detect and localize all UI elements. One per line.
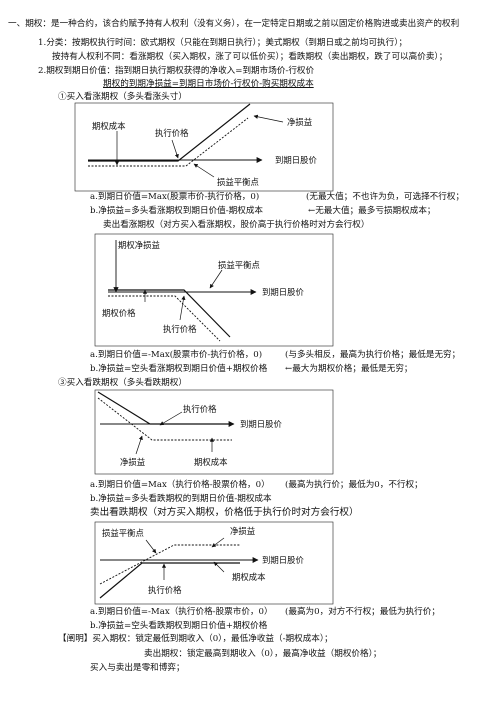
label-strike-price: 执行价格 <box>163 324 197 334</box>
long-put-value: a.到期日价值=Max（执行价格-股票价格，0） <box>90 480 270 490</box>
line-classification-rights: 按持有人权利不同：看涨期权（买入期权，涨了可以低价买）；看跌期权（卖出期权，跌了… <box>52 52 448 62</box>
diagram-frame <box>74 102 334 192</box>
strike-pointer <box>179 295 186 321</box>
label-option-price: 期权价格 <box>102 308 136 318</box>
short-call-value-note: (与多头相反，最高为执行价格；最低是无穷； <box>285 350 461 360</box>
label-option-cost: 期权成本 <box>232 572 266 582</box>
short-put-net: b.净损益=空头看跌期权到期日价值+期权价格 <box>90 621 268 631</box>
section-short-put: 卖出看跌期权（对方买入期权，价格低于执行价时对方会行权） <box>90 507 359 518</box>
short-call-net-note: ←最大为期权价格；最低是无穷； <box>285 364 413 374</box>
label-expiry-price: 到期日股价 <box>262 555 304 565</box>
short-put-value: a.到期日价值=-Max（执行价格-股票市价，0） <box>90 607 273 617</box>
diagram-frame <box>94 521 334 605</box>
label-expiry-price: 到期日股价 <box>262 287 304 297</box>
breakeven-pointer <box>209 269 223 289</box>
section-long-call: ①买入看涨期权（多头看涨头寸） <box>58 92 187 102</box>
long-call-value: a.到期日价值=Max(股票市价-执行价格，0) <box>90 192 260 202</box>
label-strike-price: 执行价格 <box>155 128 189 138</box>
breakeven-pointer <box>145 539 157 554</box>
label-option-cost: 期权成本 <box>194 457 228 467</box>
line-expiry-value: 2.期权到期日价值：指到期日执行期权获得的净收入=到期市场价-行权价 <box>38 66 315 76</box>
label-breakeven: 损益平衡点 <box>102 528 144 538</box>
note-sell-options: 卖出期权：锁定最高到期收入（0），最高净收益（期权价格）； <box>144 649 382 659</box>
diagram-short-put: 损益平衡点 净损益 到期日股价 期权成本 执行价格 <box>94 521 334 605</box>
diagram-frame <box>94 233 334 347</box>
line-intro: 一、期权：是一种合约，该合约赋予持有人权利（没有义务），在一定特定日期或之前以固… <box>8 19 460 29</box>
long-put-value-note: (最高为执行价；最低为0，不行权； <box>285 480 423 490</box>
net-profit-line <box>88 117 249 167</box>
net-profit-line <box>99 544 240 585</box>
label-option-net: 期权净损益 <box>118 240 160 250</box>
net-pointer <box>211 537 225 548</box>
label-strike-price: 执行价格 <box>183 404 217 414</box>
label-expiry-price: 到期日股价 <box>275 155 317 165</box>
label-breakeven: 损益平衡点 <box>218 260 260 270</box>
strike-pointer <box>159 411 183 426</box>
label-expiry-price: 到期日股价 <box>240 419 282 429</box>
diagram-long-put: 执行价格 到期日股价 净损益 期权成本 <box>94 389 334 475</box>
note-buy-options: 【阐明】买入期权：锁定最低到期收入（0），最低净收益（-期权成本）； <box>58 634 333 644</box>
net-pointer <box>253 114 284 123</box>
note-zero-sum: 买入与卖出是零和博弈； <box>90 663 185 673</box>
diagram-frame <box>94 389 334 475</box>
cost-pointer <box>213 561 225 573</box>
long-call-net: b.净损益=多头看涨期权到期日价值-期权成本 <box>90 206 264 216</box>
label-net-profit: 净损益 <box>120 457 145 467</box>
net-profit-line <box>97 397 232 441</box>
net-pointer <box>135 435 143 455</box>
strike-pointer <box>171 139 179 159</box>
expiry-value-line <box>108 289 231 338</box>
diagram-long-call: 期权成本 执行价格 净损益 到期日股价 损益平衡点 <box>74 102 334 192</box>
long-put-net: b.净损益=多头看跌期权的到期日价值-期权成本 <box>90 494 272 504</box>
net-profit-line <box>108 295 221 342</box>
expiry-value-line <box>97 391 232 425</box>
label-strike-price: 执行价格 <box>148 585 182 595</box>
section-short-call: 卖出看涨期权（对方买入看涨期权，股价高于执行价格时对方会行权） <box>103 220 370 230</box>
diagram-short-call: 期权净损益 损益平衡点 到期日股价 期权价格 执行价格 <box>94 233 334 347</box>
expiry-value-line <box>88 103 251 162</box>
short-call-net: b.净损益=空头看涨期权到期日价值+期权价格 <box>90 364 268 374</box>
label-option-cost: 期权成本 <box>92 121 126 131</box>
label-net-profit: 净损益 <box>287 117 312 127</box>
line-net-profit: 期权的到期净损益=到期日市场价-行权价-购买期权成本 <box>103 79 314 89</box>
expiry-value-line <box>99 562 240 599</box>
short-put-value-note: (最高为0，对方不行权；最低为执行价； <box>285 607 440 617</box>
label-net-profit: 净损益 <box>230 526 255 536</box>
label-breakeven: 损益平衡点 <box>217 177 259 187</box>
line-classification-time: 1.分类：按期权执行时间：欧式期权（只能在到期日执行）；美式期权（到期日或之前均… <box>38 38 408 48</box>
long-call-net-note: ←无最大值；最多亏损期权成本； <box>308 206 436 216</box>
short-call-value: a.到期日价值=-Max(股票市价-执行价格，0) <box>90 350 263 360</box>
breakeven-pointer <box>193 163 215 178</box>
long-call-value-note: (无最大值；不也许为负，可选择不行权； <box>306 192 465 202</box>
section-long-put: ③买入看跌期权（多头看跌期权） <box>58 378 187 388</box>
